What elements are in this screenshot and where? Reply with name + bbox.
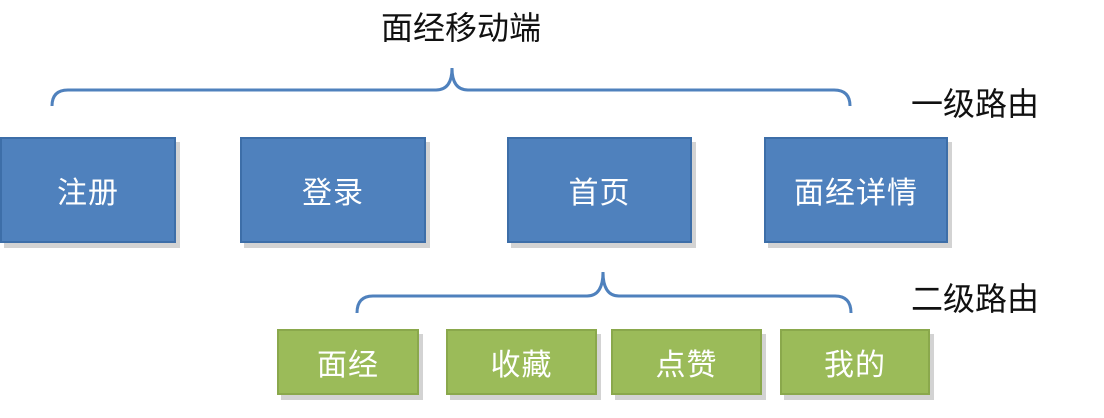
- first-level-bracket: [50, 67, 852, 107]
- route-mine: 我的: [780, 329, 930, 395]
- route-interview-detail: 面经详情: [764, 137, 948, 243]
- route-home: 首页: [507, 137, 692, 243]
- route-favorites: 收藏: [446, 329, 597, 395]
- level-2-label: 二级路由: [911, 280, 1040, 318]
- route-interview: 面经: [277, 329, 419, 395]
- route-register: 注册: [0, 137, 176, 243]
- second-level-bracket: [355, 271, 853, 314]
- diagram-title: 面经移动端: [380, 9, 541, 47]
- route-login: 登录: [240, 137, 426, 243]
- route-likes: 点赞: [611, 329, 762, 395]
- level-1-label: 一级路由: [911, 85, 1040, 123]
